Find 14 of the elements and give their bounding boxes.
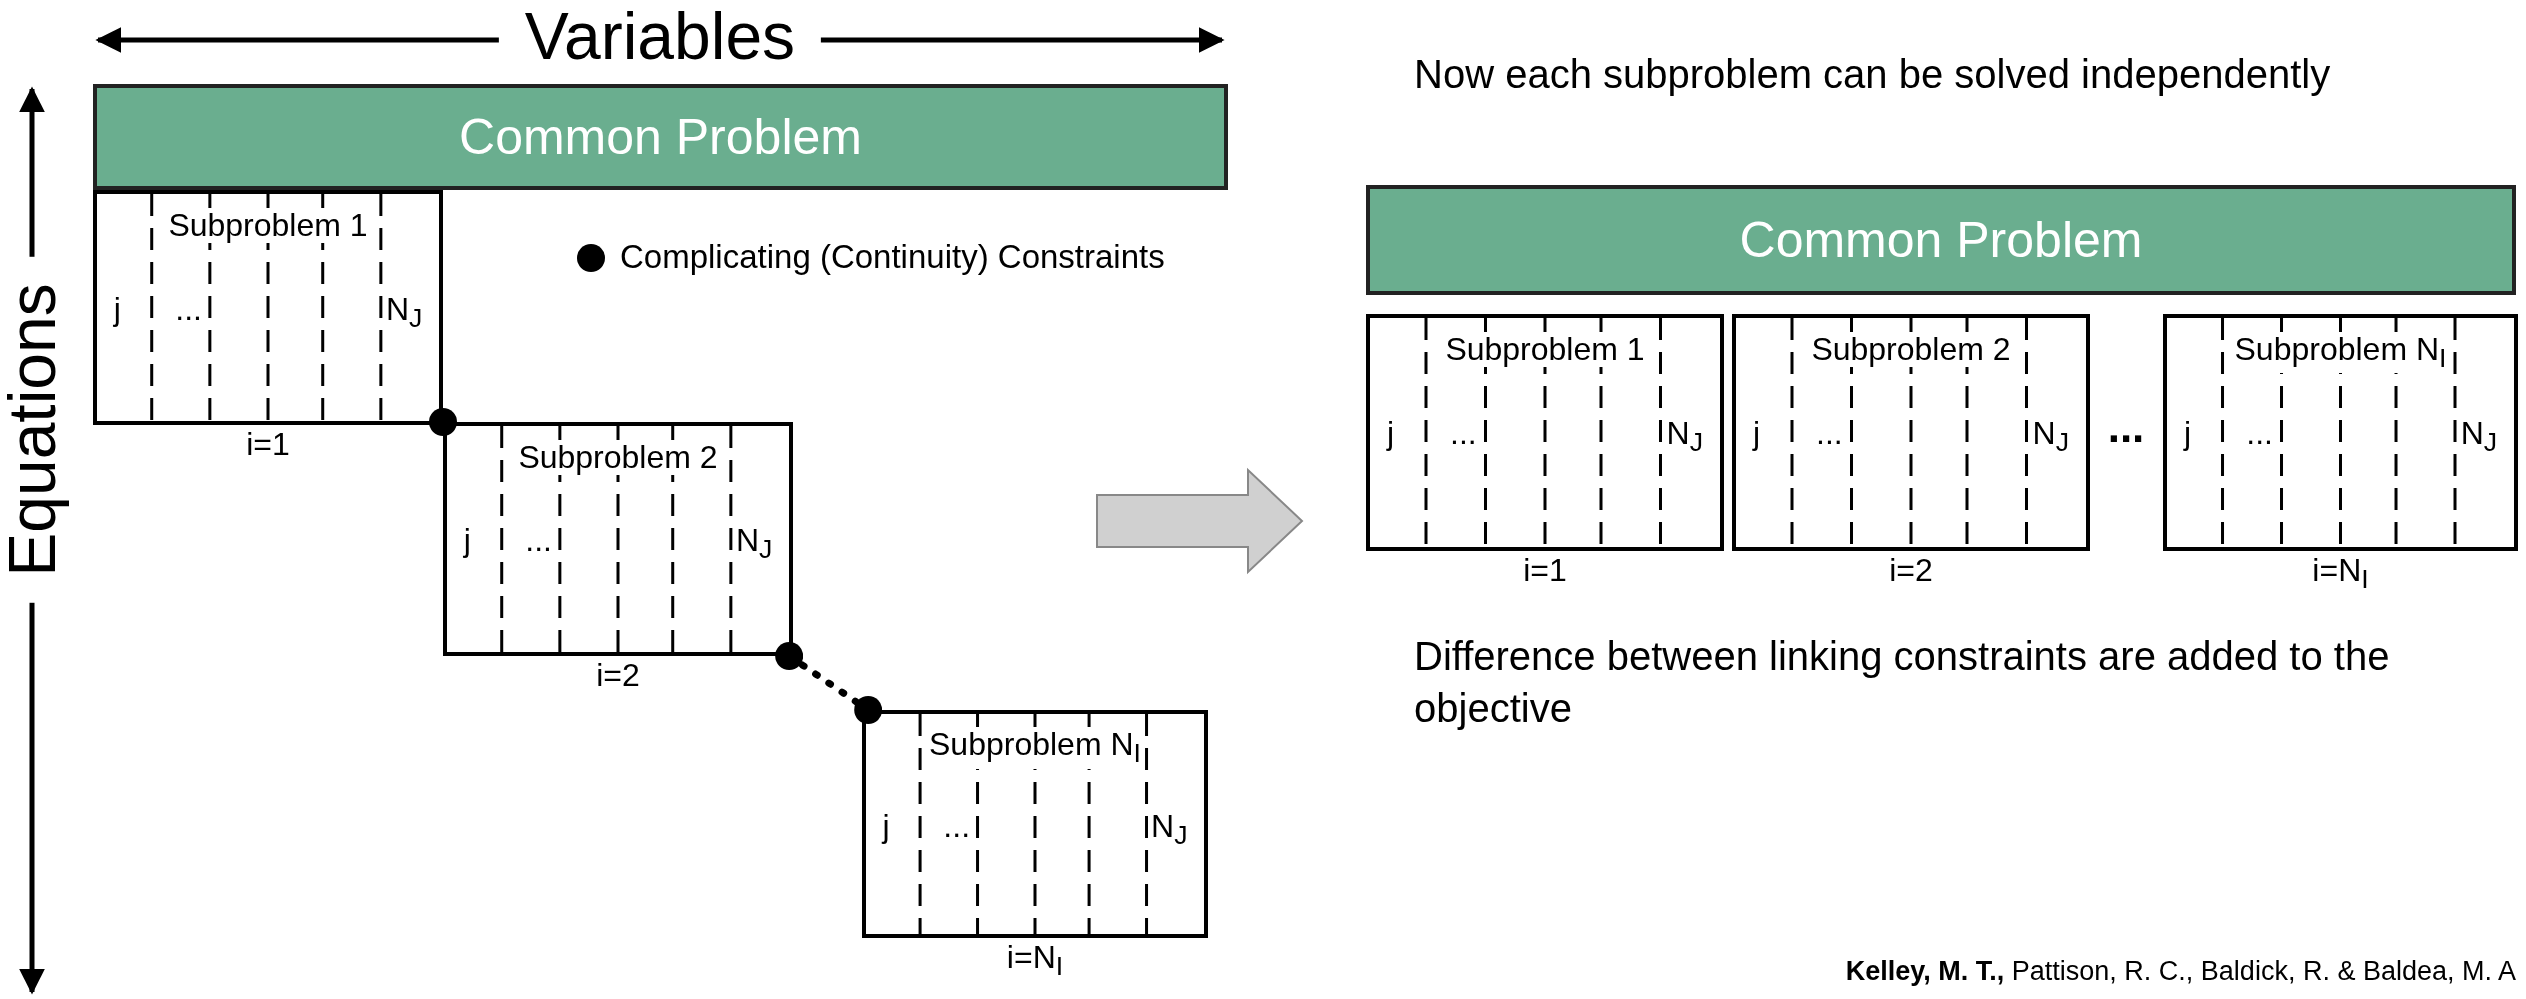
index-caption: i=N$_{I}$ [1006,940,1064,982]
heading-note: Now each subproblem can be solved independently [1414,52,2331,97]
problem-bar: Common Problem [93,84,1228,190]
index-caption: i=N$_{I}$ [2312,553,2369,595]
index-caption: i=2 [596,658,640,694]
dotted-connector [775,642,883,724]
ellipsis: ... [2107,402,2145,452]
note: Difference between linking constraints are added to the objective [1414,633,2391,732]
index-caption: i=1 [1523,553,1567,589]
legend-label: Complicating (Continuity) Constraints [620,238,1165,276]
index-caption: i=1 [246,427,290,463]
index-caption: i=2 [1889,553,1933,589]
citation: Kelley, M. T., Pattison, R. C., Baldick, R. & Baldea, M. A [1845,956,2516,987]
problem-bar: Common Problem [1366,185,2516,295]
